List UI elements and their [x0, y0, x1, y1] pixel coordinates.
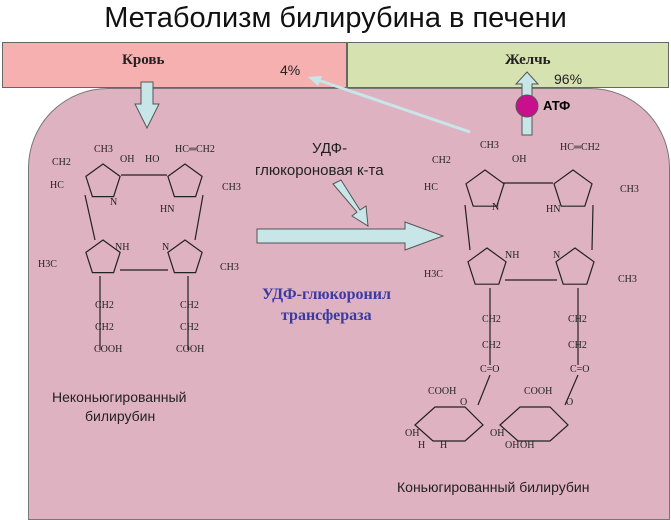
bond — [564, 374, 579, 406]
conjugated-bilirubin-structure — [414, 169, 595, 442]
pyrrole-ring — [167, 239, 203, 274]
atom-label-left: CH2 — [95, 300, 114, 311]
return-arrow-head — [308, 76, 322, 86]
bond — [194, 194, 204, 241]
atom-label-left: CH3 — [222, 182, 241, 193]
atom-label-left: COOH — [176, 344, 204, 355]
atom-label-left: CH2 — [52, 157, 71, 168]
bond — [84, 194, 96, 241]
pyrrole-ring — [553, 169, 593, 207]
pyrrole-ring — [467, 247, 507, 285]
blood-to-liver-arrow — [134, 81, 160, 130]
atom-label-right: CH3 — [620, 184, 639, 195]
atom-label-right: OH — [512, 154, 526, 165]
atom-label-left: COOH — [94, 344, 122, 355]
pyrrole-ring — [167, 163, 203, 198]
atom-label-right: NH — [505, 250, 519, 261]
atom-label-left: HC═CH2 — [175, 144, 215, 155]
glucuronide-ring — [499, 406, 569, 442]
udp-acid-arrow — [332, 179, 369, 227]
atp-label: АТФ — [543, 98, 571, 113]
atom-label-left: HC — [50, 180, 64, 191]
udp-acid-line2: глюкороновая к-та — [255, 162, 384, 179]
atom-label-left: H3C — [38, 259, 57, 270]
atom-label-left: CH2 — [180, 322, 199, 333]
atom-label-right: COOH — [428, 386, 456, 397]
atom-label-right: HC — [424, 182, 438, 193]
atom-label-left: CH2 — [180, 300, 199, 311]
atom-label-left: NH — [115, 242, 129, 253]
atom-label-right: COOH — [524, 386, 552, 397]
atom-label-left: HO — [145, 154, 159, 165]
return-to-blood-arrow — [317, 78, 471, 134]
atom-label-right: CH3 — [480, 140, 499, 151]
atom-label-right: C=O — [480, 364, 500, 375]
percent-blood: 4% — [280, 62, 301, 78]
pyrrole-ring — [465, 169, 505, 207]
bile-label: Желчь — [505, 52, 551, 68]
udp-acid-line1: УДФ- — [312, 140, 348, 157]
enzyme-line2: трансфераза — [281, 307, 372, 324]
atom-label-right: H — [440, 440, 447, 451]
atom-label-left: CH2 — [95, 322, 114, 333]
atom-label-left: OH — [120, 154, 134, 165]
blood-label: Кровь — [122, 52, 165, 68]
atom-label-left: HN — [160, 204, 174, 215]
pyrrole-ring — [85, 239, 121, 274]
conjugated-label: Коньюгированный билирубин — [397, 479, 590, 495]
atom-label-right: C=O — [570, 364, 590, 375]
percent-bile: 96% — [554, 71, 583, 87]
atom-label-right: CH2 — [482, 340, 501, 351]
atom-label-right: O — [460, 397, 467, 408]
atom-label-left: N — [162, 242, 169, 253]
bond — [477, 374, 491, 406]
conjugation-arrow — [256, 221, 445, 251]
atom-label-right: HN — [546, 204, 560, 215]
atom-label-right: OH — [505, 440, 519, 451]
atom-label-right: N — [492, 202, 499, 213]
unconjugated-bilirubin-structure — [84, 163, 204, 350]
atom-label-right: N — [553, 250, 560, 261]
atom-label-right: H — [418, 440, 425, 451]
atom-label-right: H3C — [424, 269, 443, 280]
atom-label-left: CH3 — [220, 262, 239, 273]
atom-label-right: O — [566, 397, 573, 408]
atom-label-right: CH2 — [568, 314, 587, 325]
unconjugated-line2: билирубин — [85, 408, 156, 424]
bond — [464, 204, 471, 251]
atom-label-right: CH2 — [568, 340, 587, 351]
pyrrole-ring — [85, 163, 121, 198]
atom-label-right: CH2 — [432, 155, 451, 166]
atom-label-right: HC═CH2 — [560, 142, 600, 153]
atom-label-right: CH3 — [618, 274, 637, 285]
atom-label-right: OH — [520, 440, 534, 451]
atom-label-left: N — [110, 197, 117, 208]
bile-compartment — [347, 42, 669, 88]
bond — [591, 204, 594, 251]
blood-compartment — [2, 42, 347, 88]
enzyme-line1: УДФ-глюкоронил — [262, 286, 391, 303]
pyrrole-ring — [555, 247, 595, 285]
glucuronide-ring — [414, 406, 484, 442]
page-title: Метаболизм билирубина в печени — [104, 2, 567, 34]
atp-circle — [515, 94, 539, 118]
atom-label-right: CH2 — [482, 314, 501, 325]
atom-label-left: CH3 — [94, 144, 113, 155]
atom-label-right: OH — [490, 428, 504, 439]
unconjugated-line1: Неконьюгированный — [52, 389, 187, 405]
atom-label-right: OH — [405, 428, 419, 439]
